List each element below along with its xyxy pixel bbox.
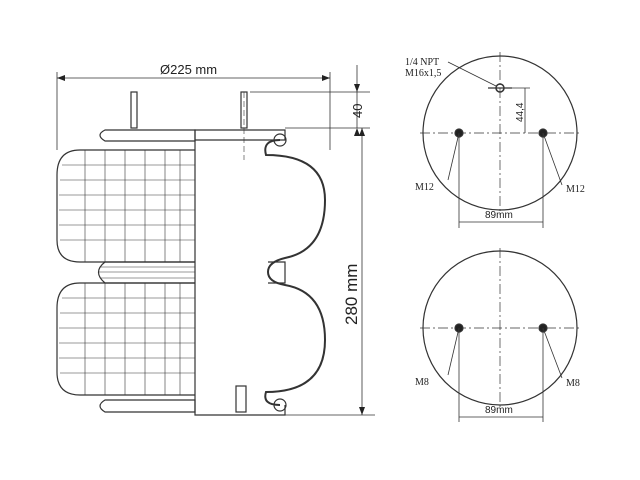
bottom-bead-plate	[99, 399, 196, 413]
top-plate-view	[420, 52, 580, 228]
girdle-ring	[97, 261, 195, 284]
port-label-thread: M16x1,5	[405, 68, 441, 79]
left-bolt-label-top: M12	[415, 182, 434, 193]
top-bead-plate	[99, 129, 196, 142]
section-plate	[194, 129, 286, 416]
bolt-spacing-top: 89mm	[485, 210, 513, 221]
bolt-spacing-bottom: 89mm	[485, 405, 513, 416]
diameter-label: Ø225 mm	[160, 62, 217, 77]
lower-bellow	[56, 282, 195, 396]
right-bolt-label-bottom: M8	[566, 378, 580, 389]
port-label-npt: 1/4 NPT	[405, 57, 439, 68]
top-offset-label: 40	[350, 104, 365, 118]
side-view	[56, 65, 375, 416]
port-offset-label: 44,4	[515, 102, 526, 122]
right-bolt-label-top: M12	[566, 184, 585, 195]
stud-left	[130, 91, 138, 129]
upper-bellow	[56, 149, 195, 263]
left-bolt-label-bottom: M8	[415, 377, 429, 388]
bottom-stud	[235, 385, 247, 413]
bellow-section-profile	[264, 139, 327, 406]
upper-bead	[273, 133, 287, 147]
girdle-section	[268, 261, 286, 284]
dimension-lines	[56, 65, 375, 416]
lower-bead	[273, 398, 287, 412]
upper-bellow-ribs	[59, 150, 195, 262]
height-label: 280 mm	[342, 264, 361, 325]
lower-bellow-ribs	[59, 283, 195, 395]
bottom-plate-view	[420, 248, 580, 422]
